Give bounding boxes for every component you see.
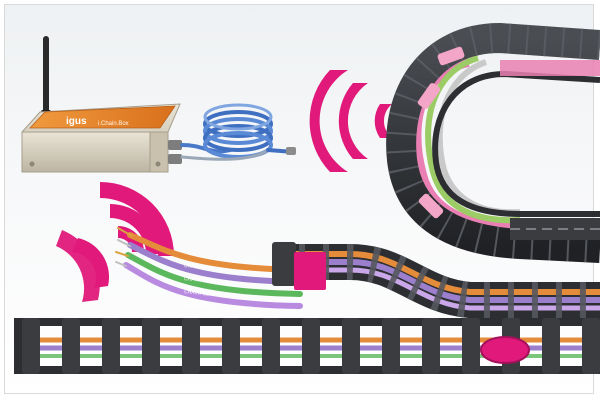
cable-label: CHAINFLEX®	[184, 275, 217, 285]
cable-label: CHAINFLEX®	[184, 288, 217, 298]
module-model-label: i.Chain.Box	[98, 121, 129, 127]
wireless-module: igus i.Chain.Box	[21, 36, 182, 173]
coiled-cable	[180, 103, 296, 161]
energy-chain-lower	[14, 242, 600, 374]
energy-chain-loop	[386, 22, 600, 263]
cable-label: CHAINFLEX®	[184, 301, 217, 311]
chainflex-cables	[115, 227, 303, 309]
wireless-signal-icon	[309, 70, 392, 172]
magenta-marker	[481, 337, 529, 363]
cable-label: CHAINFLEX®	[184, 262, 217, 272]
module-lid	[29, 105, 176, 129]
antenna	[43, 36, 49, 126]
module-brand-label: igus	[66, 116, 87, 127]
wireless-signal-icon	[56, 182, 174, 302]
